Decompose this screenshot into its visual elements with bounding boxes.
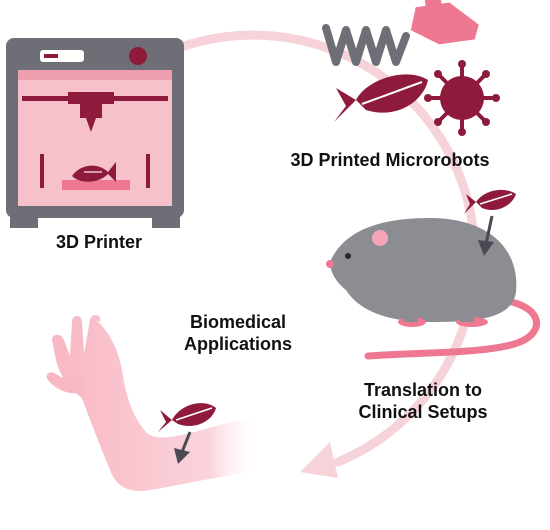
- injected-fish-robot-icon: [464, 189, 516, 214]
- injection-arrow-icon: [478, 215, 494, 256]
- print-bed: [62, 180, 130, 190]
- biomedical-label: Biomedical Applications: [168, 312, 308, 356]
- mouse-ear: [372, 230, 388, 246]
- biomedical-label-line-1: Biomedical: [189, 312, 287, 332]
- microrobots-label: 3D Printed Microrobots: [290, 150, 490, 170]
- helical-microrobot-icon: [322, 24, 410, 66]
- mouse-nose: [326, 260, 334, 268]
- arm-fish-robot-icon: [158, 403, 216, 432]
- human-arm-icon: [46, 314, 262, 492]
- mouse-icon: [326, 218, 541, 360]
- arm-injection-arrow-icon: [174, 431, 192, 464]
- translation-label-line-1: Translation to: [363, 380, 482, 400]
- translation-label-line-2: Clinical Setups: [358, 401, 488, 422]
- printer-knob: [129, 47, 147, 65]
- mouse-tail: [364, 296, 541, 360]
- biomedical-label-line-2: Applications: [183, 333, 292, 354]
- printer-label: 3D Printer: [55, 232, 143, 252]
- printer-display: [40, 50, 84, 62]
- translation-label: Translation to Clinical Setups: [330, 380, 516, 424]
- mouse-eye: [345, 253, 351, 259]
- 3d-printer-icon: [6, 38, 184, 228]
- fish-microrobot-icon: [334, 74, 428, 122]
- cycle-arrow-icon: [163, 30, 480, 478]
- spiky-microrobot-icon: [424, 60, 500, 136]
- conical-microrobot-icon: [410, 0, 479, 45]
